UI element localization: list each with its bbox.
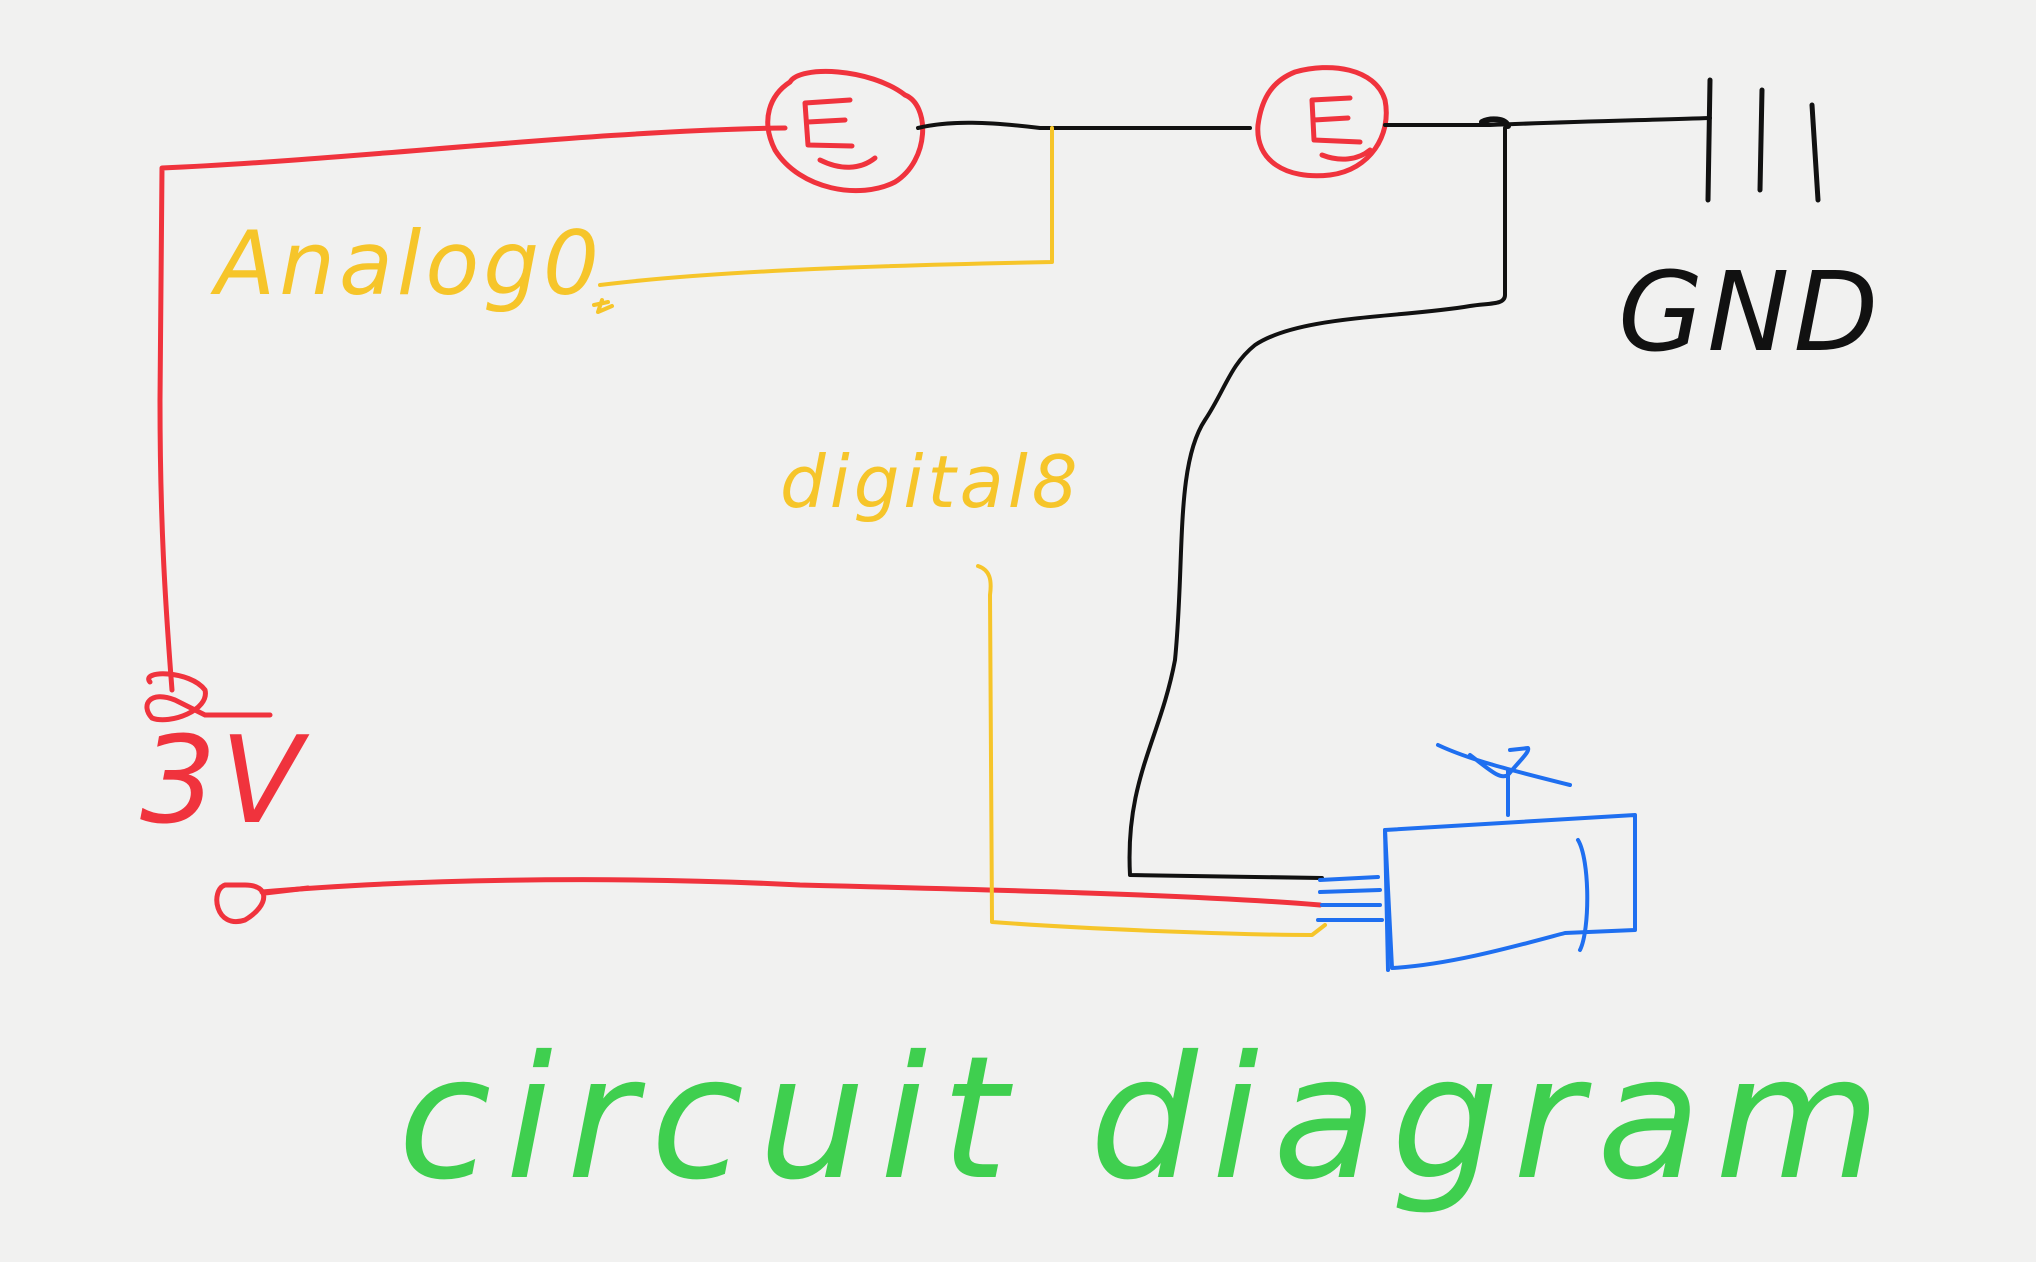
power-wire-top [157, 125, 788, 693]
digital-label: digital8 [780, 440, 1082, 524]
analog-wire [592, 126, 1054, 314]
resistor-1 [765, 68, 926, 194]
ground-battery-symbol [1705, 77, 1821, 203]
motor-with-propeller [1316, 743, 1637, 972]
junction-dot [1479, 116, 1511, 129]
ground-wire-motor [1127, 126, 1507, 880]
digital-wire [976, 564, 1327, 937]
power-wire-bottom [259, 877, 1323, 908]
voltage-label: 3V [140, 712, 307, 851]
analog-label: Analog0 [215, 212, 604, 315]
diagram-caption: circuit diagram [398, 1020, 1895, 1218]
negative-terminal [214, 882, 311, 925]
ground-label: GND [1618, 248, 1883, 376]
resistor-2 [1255, 65, 1389, 179]
positive-terminal [144, 671, 273, 723]
